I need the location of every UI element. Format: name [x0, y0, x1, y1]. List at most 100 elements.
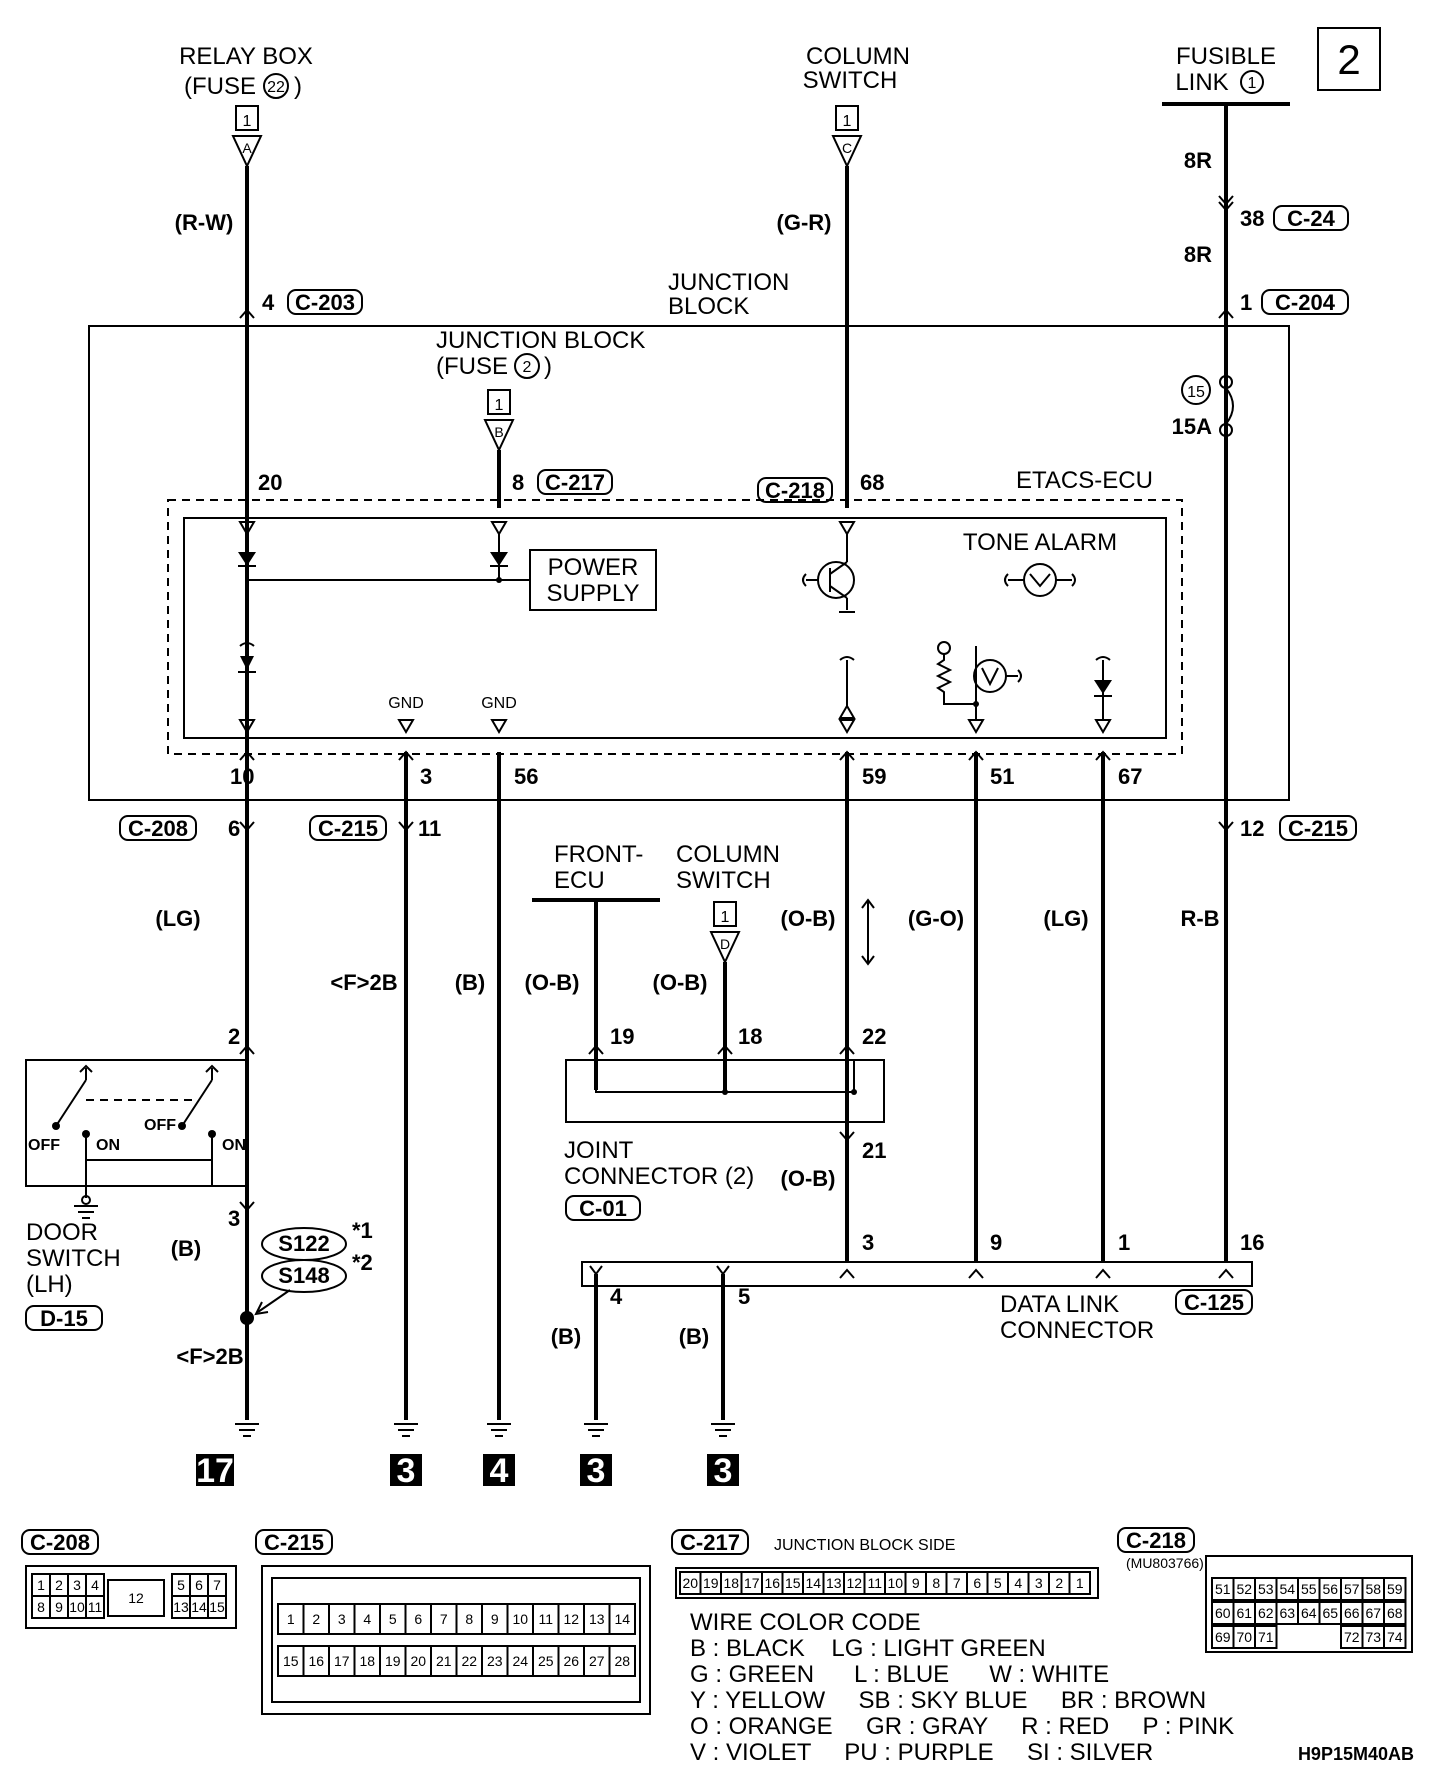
relay-pin: 4: [262, 290, 275, 315]
wire-label-lg2: (LG): [1043, 906, 1088, 931]
door-off2: OFF: [144, 1117, 176, 1134]
pin51-junction: [973, 701, 979, 707]
wire-color-line-5: V : VIOLET PU : PURPLE SI : SILVER: [690, 1739, 1153, 1766]
c215-pin: 2: [312, 1611, 320, 1627]
relay-box-tag: A: [242, 140, 252, 156]
door-on2: ON: [222, 1137, 246, 1154]
column-switch2-tag: D: [720, 936, 730, 952]
c218-pin: 53: [1258, 1581, 1274, 1597]
fuse15-circle-icon: [1181, 375, 1211, 405]
column-switch-tag: C: [842, 140, 852, 156]
c217-badge: [537, 469, 613, 495]
c217-pin: 7: [953, 1575, 961, 1591]
c218-pin: 59: [1387, 1581, 1403, 1597]
c217-pin: 13: [826, 1575, 842, 1591]
wire-label-rb: R-B: [1180, 906, 1219, 931]
pin8-terminal-icon: [490, 521, 508, 536]
fusible-link-label1: FUSIBLE: [1176, 43, 1276, 70]
c208-view-label: C-208: [30, 1530, 90, 1555]
ground-ref-box: [483, 1454, 515, 1486]
c215b-badge: [1279, 815, 1357, 841]
c215-pin: 5: [389, 1611, 397, 1627]
c217-pin: 19: [703, 1575, 719, 1591]
etacs-pin-56: 56: [514, 764, 538, 789]
ground-symbols: [235, 1423, 735, 1437]
jb-fuse-arrow-icon: [483, 419, 515, 453]
transistor-collector: [829, 561, 848, 575]
page-number-box: [1317, 27, 1381, 91]
splice-node: [240, 1311, 254, 1325]
column-switch2-arrow-icon: [709, 931, 741, 965]
gnd2-label: GND: [481, 695, 517, 712]
jb-fuse-close: ): [544, 353, 552, 380]
dlc-pin4: 4: [610, 1284, 623, 1309]
joint-connector-label2: CONNECTOR (2): [564, 1163, 754, 1190]
column-switch-ref-box: [835, 105, 859, 131]
wire-label-ob2: (O-B): [653, 970, 708, 995]
jc-pin18: 18: [738, 1024, 762, 1049]
c204-badge: [1261, 289, 1349, 315]
c208-pin: 13: [173, 1599, 189, 1615]
resistor-icon: [935, 654, 976, 705]
c218-pin: 62: [1258, 1605, 1274, 1621]
c24-badge: [1273, 205, 1349, 231]
wire-label-b2: (B): [551, 1324, 582, 1349]
c217-pin: 2: [1055, 1575, 1063, 1591]
wire-color-line-1: B : BLACK LG : LIGHT GREEN: [690, 1635, 1046, 1662]
etacs-dashed-box: [167, 499, 1183, 755]
d15-label: D-15: [40, 1306, 88, 1331]
door-pin3: 3: [228, 1206, 240, 1231]
pin56-terminal-icon: [490, 719, 508, 734]
diagram-code: H9P15M40AB: [1298, 1744, 1414, 1764]
c215-pin-cell: [608, 1645, 636, 1677]
pin51-node: [937, 641, 951, 655]
c208-view-body: [25, 1565, 237, 1629]
dlc-pin16: 16: [1240, 1230, 1264, 1255]
c218-pin: 58: [1365, 1581, 1381, 1597]
c208-pin: 11: [88, 1599, 103, 1615]
transistor-icon: [817, 561, 855, 599]
ground-icon: [394, 1423, 418, 1437]
etacs-pin68: 68: [860, 470, 884, 495]
ground-ref-3a: 3: [397, 1452, 416, 1490]
jc-node2: [851, 1089, 857, 1095]
front-ecu-label1: FRONT-: [554, 841, 643, 868]
jc-pin19: 19: [610, 1024, 634, 1049]
door-switch2-icon: [181, 1064, 219, 1127]
c208-pin: 10: [69, 1599, 85, 1615]
c215-pin: 15: [283, 1653, 299, 1669]
relay-wire-color: (R-W): [175, 210, 234, 235]
c215a-label: C-215: [318, 816, 378, 841]
c208-pin-cell: [85, 1595, 105, 1619]
c01-badge: [565, 1195, 641, 1221]
ps-node: [496, 577, 502, 583]
c215-pin: 4: [363, 1611, 371, 1627]
relay-box-fuse-label: (FUSE: [184, 73, 256, 100]
c218-pin: 54: [1279, 1581, 1295, 1597]
ground-ref-box: [196, 1454, 234, 1486]
door-switch-internal: [85, 1134, 213, 1186]
tone-alarm-symbol: [1029, 573, 1051, 588]
column-switch-label2: SWITCH: [803, 67, 898, 94]
wire-label-f2b2: <F>2B: [176, 1344, 243, 1369]
ground-icon: [235, 1423, 259, 1437]
relay-box-ref: 1: [243, 113, 252, 130]
relay-box-ref-box: [235, 105, 259, 131]
fusible-pin-a: 38: [1240, 206, 1264, 231]
c208-pin: 14: [191, 1599, 207, 1615]
c208-pin: 9: [55, 1599, 63, 1615]
column-switch2-ref-box: [713, 901, 737, 927]
wire-label-ob4: (O-B): [781, 1166, 836, 1191]
splice-star1: *1: [352, 1218, 373, 1243]
relay-fuse-circle-icon: [263, 73, 289, 99]
relay-fuse-number: 22: [267, 79, 285, 96]
fusible-pin-b: 1: [1240, 290, 1252, 315]
c218-pin: 56: [1322, 1581, 1338, 1597]
etacs-pin-67: 67: [1118, 764, 1142, 789]
c208-pin-cell: [207, 1595, 227, 1619]
c215-pin: 26: [563, 1653, 579, 1669]
c218-pin-cell: [1383, 1625, 1407, 1649]
c208-pin: 2: [55, 1577, 63, 1593]
dlc-pin9: 9: [990, 1230, 1002, 1255]
wire-label-b1: (B): [455, 970, 486, 995]
